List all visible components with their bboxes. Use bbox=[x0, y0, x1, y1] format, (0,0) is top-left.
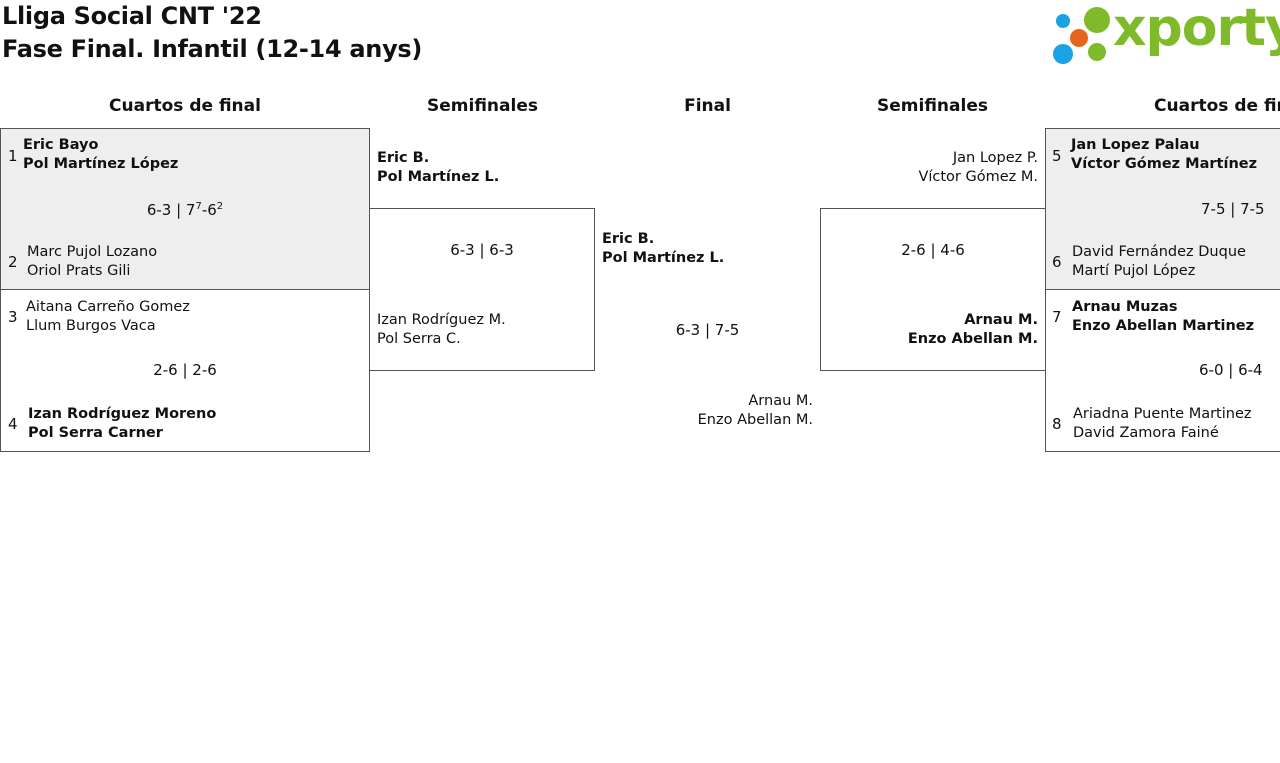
player-name: Enzo Abellan Martinez bbox=[1072, 318, 1255, 334]
seed-number: 7 bbox=[1052, 308, 1062, 326]
right-sf-team-top[interactable]: Jan Lopez P. Víctor Gómez M. bbox=[825, 149, 1038, 187]
match-score: 2-6 | 2-6 bbox=[153, 361, 217, 379]
left-sf-team-bottom[interactable]: Izan Rodríguez M. Pol Serra C. bbox=[377, 311, 506, 349]
player-name: Pol Martínez L. bbox=[602, 250, 725, 266]
seed-number: 6 bbox=[1052, 253, 1062, 271]
player-name: Izan Rodríguez Moreno bbox=[28, 406, 217, 422]
player-name: Ariadna Puente Martinez bbox=[1073, 406, 1252, 422]
player-name: Eric B. bbox=[602, 231, 655, 247]
player-name: Jan Lopez P. bbox=[952, 150, 1038, 166]
round-header-left-sf: Semifinales bbox=[427, 96, 538, 116]
player-name: Jan Lopez Palau bbox=[1071, 137, 1200, 153]
player-name: Eric Bayo bbox=[23, 137, 99, 153]
final-team-top[interactable]: Eric B. Pol Martínez L. bbox=[602, 230, 724, 268]
match-left-qf-2[interactable]: 3 Aitana Carreño Gomez Llum Burgos Vaca … bbox=[0, 289, 370, 452]
player-name: David Fernández Duque bbox=[1072, 244, 1246, 260]
team-bottom[interactable]: Izan Rodríguez Moreno Pol Serra Carner bbox=[28, 405, 216, 443]
page-title: Lliga Social CNT '22 bbox=[2, 2, 262, 30]
player-name: Arnau Muzas bbox=[1072, 299, 1178, 315]
team-bottom[interactable]: Marc Pujol Lozano Oriol Prats Gili bbox=[27, 243, 157, 281]
seed-number: 8 bbox=[1052, 415, 1062, 433]
player-name: Llum Burgos Vaca bbox=[26, 318, 156, 334]
player-name: Pol Serra C. bbox=[377, 331, 461, 347]
match-score: 6-3 | 77-62 bbox=[146, 201, 224, 219]
logo-text: xporty bbox=[1113, 0, 1280, 58]
seed-number: 1 bbox=[8, 147, 18, 165]
left-sf-team-top[interactable]: Eric B. Pol Martínez L. bbox=[377, 149, 499, 187]
match-score: 7-5 | 7-5 bbox=[1201, 200, 1265, 218]
player-name: Oriol Prats Gili bbox=[27, 263, 131, 279]
team-bottom[interactable]: Ariadna Puente Martinez David Zamora Fai… bbox=[1073, 405, 1251, 443]
player-name: Eric B. bbox=[377, 150, 430, 166]
player-name: Víctor Gómez Martínez bbox=[1071, 156, 1258, 172]
player-name: Arnau M. bbox=[748, 393, 813, 409]
match-left-qf-1[interactable]: 1 Eric Bayo Pol Martínez López 6-3 | 77-… bbox=[0, 128, 370, 290]
team-bottom[interactable]: David Fernández Duque Martí Pujol López bbox=[1072, 243, 1246, 281]
seed-number: 3 bbox=[8, 308, 18, 326]
player-name: Enzo Abellan M. bbox=[697, 412, 813, 428]
player-name: Izan Rodríguez M. bbox=[377, 312, 506, 328]
final-score: 6-3 | 7-5 bbox=[675, 321, 740, 339]
player-name: Pol Martínez López bbox=[23, 156, 179, 172]
logo-dots-icon bbox=[1053, 7, 1110, 64]
round-header-final: Final bbox=[684, 96, 731, 116]
player-name: Víctor Gómez M. bbox=[918, 169, 1038, 185]
seed-number: 4 bbox=[8, 415, 18, 433]
right-sf-team-bottom[interactable]: Arnau M. Enzo Abellan M. bbox=[825, 311, 1038, 349]
match-score: 6-3 | 6-3 bbox=[450, 241, 514, 259]
team-top[interactable]: Aitana Carreño Gomez Llum Burgos Vaca bbox=[26, 298, 190, 336]
match-score: 6-0 | 6-4 bbox=[1199, 361, 1263, 379]
player-name: Pol Serra Carner bbox=[28, 425, 163, 441]
final-team-bottom[interactable]: Arnau M. Enzo Abellan M. bbox=[600, 392, 813, 430]
player-name: David Zamora Fainé bbox=[1073, 425, 1219, 441]
player-name: Marc Pujol Lozano bbox=[27, 244, 158, 260]
player-name: Aitana Carreño Gomez bbox=[26, 299, 190, 315]
match-left-sf[interactable]: 6-3 | 6-3 bbox=[369, 208, 595, 371]
round-header-right-sf: Semifinales bbox=[877, 96, 988, 116]
player-name: Pol Martínez L. bbox=[377, 169, 500, 185]
player-name: Enzo Abellan M. bbox=[907, 331, 1038, 347]
player-name: Martí Pujol López bbox=[1072, 263, 1196, 279]
xporty-logo[interactable]: xporty bbox=[1050, 0, 1280, 68]
page-subtitle: Fase Final. Infantil (12-14 anys) bbox=[2, 35, 423, 63]
match-right-qf-1[interactable]: 5 Jan Lopez Palau Víctor Gómez Martínez … bbox=[1045, 128, 1280, 290]
match-score: 2-6 | 4-6 bbox=[901, 241, 965, 259]
round-header-right-qf: Cuartos de final bbox=[1154, 96, 1280, 116]
team-top[interactable]: Jan Lopez Palau Víctor Gómez Martínez bbox=[1071, 136, 1257, 174]
team-top[interactable]: Eric Bayo Pol Martínez López bbox=[23, 136, 178, 174]
seed-number: 5 bbox=[1052, 147, 1062, 165]
team-top[interactable]: Arnau Muzas Enzo Abellan Martinez bbox=[1072, 298, 1254, 336]
player-name: Arnau M. bbox=[964, 312, 1038, 328]
seed-number: 2 bbox=[8, 253, 18, 271]
round-header-left-qf: Cuartos de final bbox=[109, 96, 261, 116]
match-right-qf-2[interactable]: 7 Arnau Muzas Enzo Abellan Martinez 6-0 … bbox=[1045, 289, 1280, 452]
